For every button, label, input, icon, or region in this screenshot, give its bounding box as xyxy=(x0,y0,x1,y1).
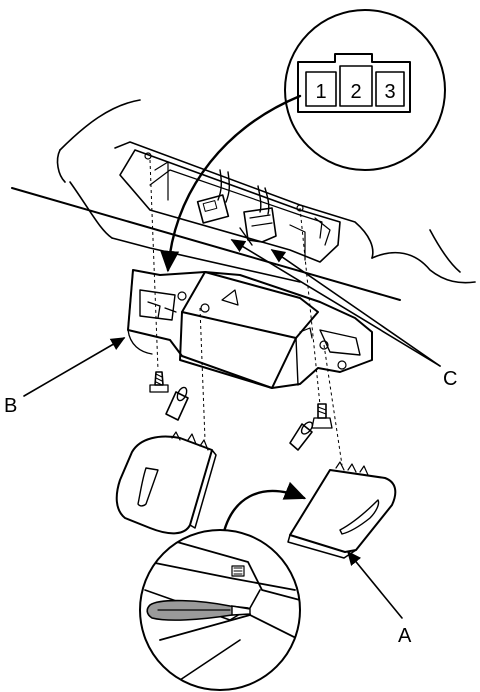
connector-pointer-arrow xyxy=(160,94,302,273)
lens-cover-right xyxy=(287,461,397,559)
map-lamp-assembly xyxy=(127,269,373,389)
callout-a: A xyxy=(346,550,412,647)
lens-cover-left xyxy=(115,431,217,535)
bulb-right xyxy=(289,421,314,451)
connector-face-inset: 1 2 3 xyxy=(284,9,446,171)
release-clip-inset xyxy=(139,529,301,691)
callout-c: C xyxy=(230,239,457,390)
callout-b: B xyxy=(4,337,126,417)
callout-b-label: B xyxy=(4,395,17,417)
connector-pin-1: 1 xyxy=(315,81,326,103)
harness-connectors xyxy=(196,169,277,246)
connector-pin-2: 2 xyxy=(350,81,361,103)
callout-a-label: A xyxy=(398,625,412,647)
release-pointer-arrow xyxy=(220,481,307,542)
connector-pin-3: 3 xyxy=(384,81,395,103)
callout-c-label: C xyxy=(443,368,457,390)
mounting-screw-right xyxy=(311,403,333,429)
bulb-left xyxy=(165,386,189,421)
alignment-lines xyxy=(149,159,343,466)
mounting-screw-left xyxy=(149,371,169,393)
